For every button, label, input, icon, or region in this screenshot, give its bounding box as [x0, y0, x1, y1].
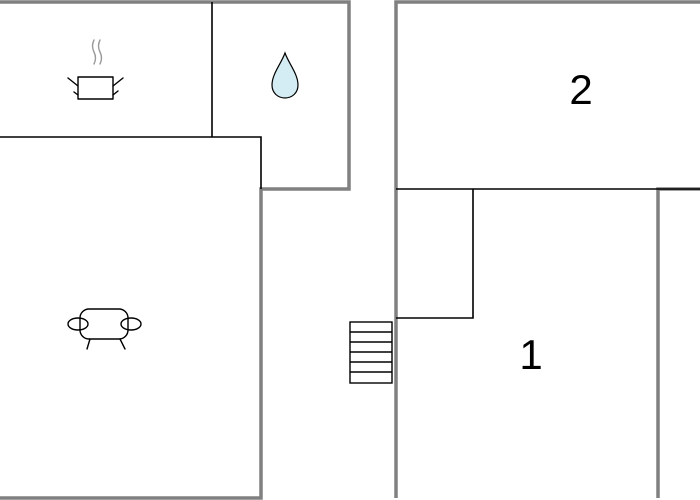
room-2-label: 2 [569, 66, 592, 113]
left-outer-wall [0, 0, 351, 500]
water-drop-icon [271, 51, 299, 99]
kitchen-living-divider [0, 136, 262, 189]
room-1-label: 1 [519, 331, 542, 378]
stairs-icon [349, 321, 393, 384]
right-lower-outer-wall [656, 187, 700, 498]
closet-partition [396, 189, 474, 319]
left-building [0, 0, 351, 500]
cooking-pot-icon [67, 39, 124, 100]
right-building: 2 1 [349, 0, 700, 498]
sofa-icon [67, 308, 142, 350]
right-outer-wall [394, 0, 700, 498]
